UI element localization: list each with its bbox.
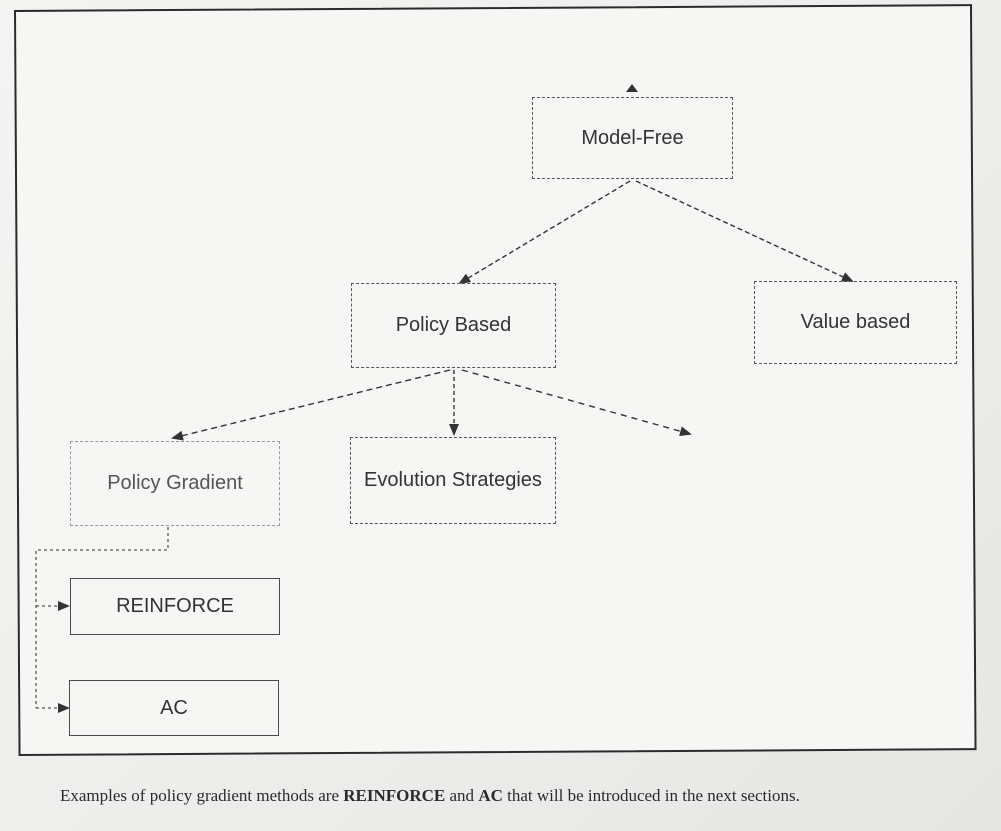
node-reinforce-label: REINFORCE	[116, 595, 234, 617]
caption-text-2: and	[445, 786, 479, 805]
caption-text-1: Examples of policy gradient methods are	[60, 786, 344, 805]
edge-policy-based-to-unlabeled	[461, 369, 692, 437]
node-model-free-label: Model-Free	[581, 126, 684, 149]
node-model-free: Model-Free	[532, 97, 733, 179]
edge-model-free-to-policy-based	[458, 180, 631, 285]
edge-policy-gradient-bracket	[35, 527, 169, 708]
node-value-based: Value based	[754, 281, 957, 364]
caption-text-3: that will be introduced in the next sect…	[502, 786, 800, 805]
node-value-based-label: Value based	[800, 311, 911, 333]
edge-policy-based-to-policy-gradient	[171, 369, 451, 441]
node-policy-gradient-label: Policy Gradient	[107, 472, 243, 494]
node-evolution-strategies-label: Evolution Strategies	[364, 469, 542, 491]
node-policy-based: Policy Based	[351, 283, 556, 368]
node-policy-gradient: Policy Gradient	[70, 441, 280, 526]
caption-bold-reinforce: REINFORCE	[343, 786, 446, 805]
figure-caption: Examples of policy gradient methods are …	[60, 786, 960, 806]
edge-model-free-to-value-based	[635, 180, 854, 282]
node-reinforce: REINFORCE	[70, 578, 280, 635]
node-evolution-strategies: Evolution Strategies	[350, 437, 556, 524]
caption-bold-ac: AC	[478, 786, 503, 805]
node-ac: AC	[69, 680, 279, 736]
arrow-into-model-free	[626, 84, 638, 92]
node-ac-label: AC	[160, 696, 188, 719]
node-policy-based-label: Policy Based	[395, 314, 512, 336]
